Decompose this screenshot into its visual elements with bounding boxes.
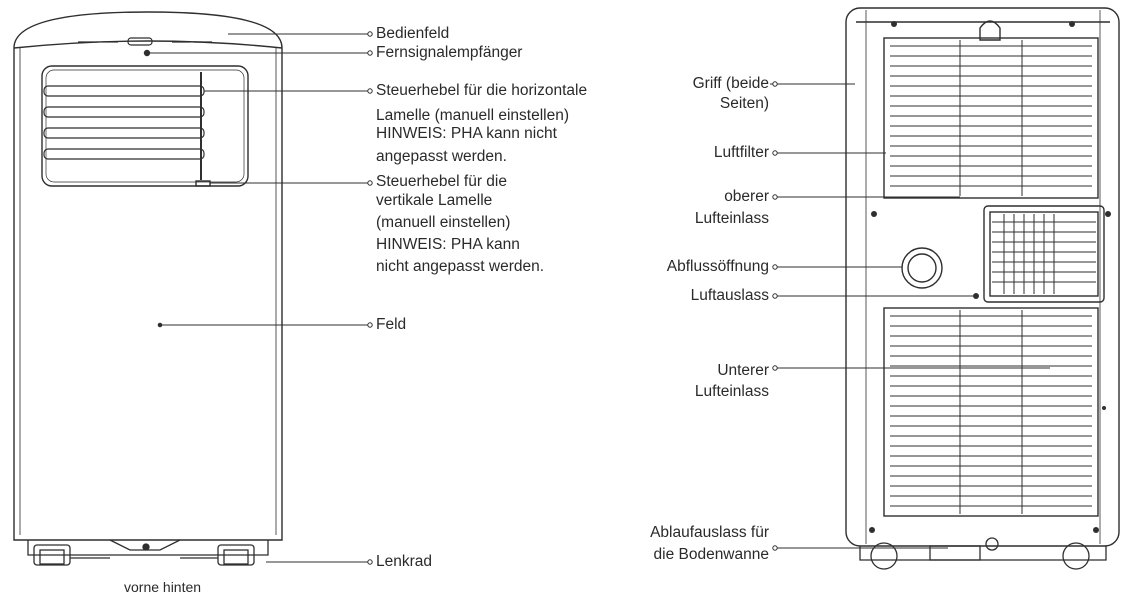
- label-line: Steuerhebel für die horizontale: [376, 82, 588, 99]
- front-unit-illustration: [13, 11, 283, 566]
- label-drain-opening: Abflussöffnung: [666, 258, 769, 275]
- label-panel: Feld: [376, 316, 407, 333]
- label-line: Ablaufauslass für: [650, 524, 769, 541]
- leader-lines: [150, 33, 1050, 563]
- control-buttons: [78, 37, 212, 46]
- label-line: nicht angepasst werden.: [376, 258, 545, 275]
- label-line: HINWEIS: PHA kann nicht: [376, 125, 557, 142]
- label-line: Griff (beide: [692, 75, 769, 92]
- label-line: HINWEIS: PHA kann: [376, 236, 520, 253]
- horizontal-louvers: [43, 85, 205, 160]
- view-caption: vorne hinten: [124, 579, 202, 595]
- label-line: Unterer: [717, 362, 769, 379]
- lower-inlet-grille: [883, 307, 1099, 517]
- louver-window: [41, 65, 249, 187]
- label-line: Steuerhebel für die: [376, 173, 507, 190]
- front-unit-body: [13, 11, 283, 541]
- air-outlet-grid: [992, 214, 1096, 294]
- label-air-outlet: Luftauslass: [690, 287, 769, 304]
- label-line: oberer: [724, 188, 769, 205]
- label-air-filter: Luftfilter: [713, 144, 769, 161]
- air-outlet-frame: [983, 205, 1105, 303]
- label-line: Lufteinlass: [694, 210, 769, 227]
- rear-unit-illustration: [845, 7, 1120, 570]
- lower-grille-slats: [890, 310, 1092, 514]
- label-line: vertikale Lamelle: [376, 192, 493, 209]
- top-handle: [979, 20, 1001, 41]
- label-line: (manuell einstellen): [376, 214, 511, 231]
- upper-filter-grille: [883, 37, 1099, 199]
- label-line: angepasst werden.: [376, 148, 507, 165]
- label-line: Lamelle (manuell einstellen): [376, 107, 569, 124]
- label-control-panel: Bedienfeld: [376, 25, 450, 42]
- label-line: Lufteinlass: [694, 383, 769, 400]
- leader-end-dots: [367, 31, 778, 565]
- remote-receiver-dot: [143, 49, 151, 57]
- rear-unit-body: [845, 7, 1120, 547]
- upper-grille-slats: [890, 40, 1092, 196]
- rear-casters: [859, 537, 1107, 570]
- front-casters: [27, 539, 269, 566]
- label-line: die Bodenwanne: [653, 546, 770, 563]
- label-line: Seiten): [719, 95, 769, 112]
- control-panel-strip: [13, 40, 283, 49]
- drain-opening-shape: [901, 247, 943, 289]
- label-remote-receiver: Fernsignalempfänger: [376, 44, 523, 61]
- label-caster: Lenkrad: [376, 553, 433, 570]
